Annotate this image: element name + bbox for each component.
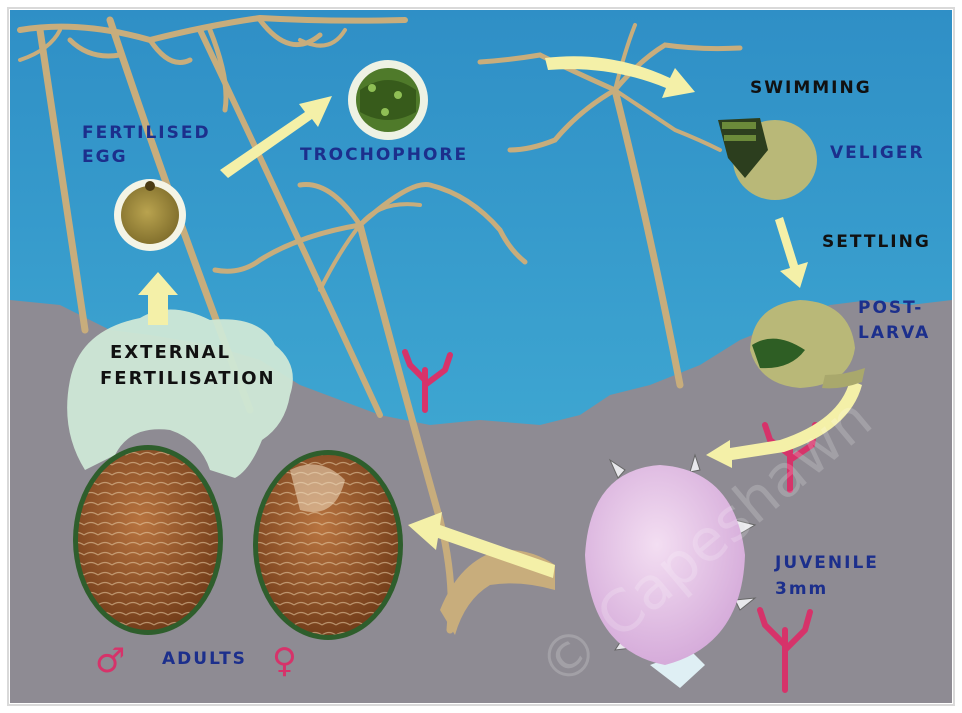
label-settling: SETTLING [822, 232, 931, 252]
adult-female [253, 450, 403, 640]
adult-male [73, 445, 223, 635]
label-external: EXTERNAL [110, 342, 231, 363]
label-juvenile: JUVENILE [774, 553, 879, 573]
label-juvenile-size: 3mm [775, 579, 828, 599]
male-symbol: ♂ [95, 641, 125, 681]
label-fertilised: FERTILISED [82, 123, 211, 143]
label-egg: EGG [82, 147, 128, 167]
trochophore-larva [348, 60, 428, 140]
label-veliger: VELIGER [830, 143, 925, 163]
female-symbol: ♀ [272, 641, 297, 681]
label-larva: LARVA [858, 323, 930, 343]
fertilised-egg [114, 179, 186, 251]
label-trochophore: TROCHOPHORE [300, 145, 468, 165]
label-swimming: SWIMMING [750, 78, 872, 98]
label-post: POST- [858, 298, 923, 318]
label-fertilisation: FERTILISATION [100, 368, 276, 389]
label-adults: ADULTS [162, 649, 247, 669]
